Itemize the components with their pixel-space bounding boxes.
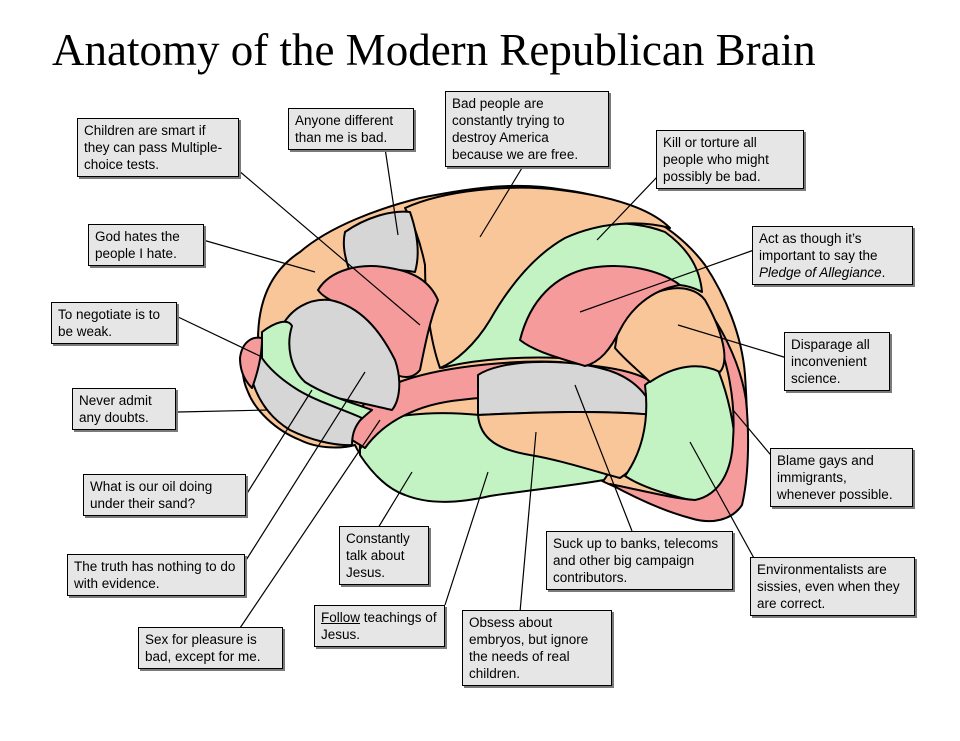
label-follow-jesus: Follow teachings of Jesus. bbox=[314, 605, 445, 647]
pointer-bad-people bbox=[479, 167, 523, 238]
pointer-sex bbox=[239, 419, 381, 629]
pointer-embryos bbox=[519, 431, 537, 613]
label-truth: The truth has nothing to do with evidenc… bbox=[67, 554, 245, 596]
label-blame-gays: Blame gays and immigrants, whenever poss… bbox=[770, 448, 913, 507]
pointer-talk bbox=[377, 471, 413, 529]
region-top-gray bbox=[342, 210, 419, 273]
label-pledge: Act as though it’s important to say the … bbox=[752, 226, 913, 285]
pointer-suck bbox=[574, 384, 633, 532]
label-sex: Sex for pleasure is bad, except for me. bbox=[138, 627, 283, 669]
region-lower-gray bbox=[251, 354, 363, 447]
pointer-env bbox=[689, 441, 756, 561]
label-follow-underlined: Follow bbox=[321, 610, 361, 625]
diagram-title: Anatomy of the Modern Republican Brain bbox=[52, 25, 816, 75]
pointer-blame bbox=[732, 409, 776, 461]
label-children-smart: Children are smart if they can pass Mult… bbox=[77, 118, 239, 177]
pointer-oil bbox=[245, 389, 313, 496]
label-pledge-text: Act as though it’s important to say the bbox=[759, 231, 878, 263]
pointer-children bbox=[237, 169, 421, 326]
pointer-negotiate bbox=[175, 315, 263, 358]
label-negotiate: To negotiate is to be weak. bbox=[51, 302, 177, 344]
label-bad-people: Bad people are constantly trying to dest… bbox=[445, 91, 609, 167]
label-pledge-italic: Pledge of Allegiance bbox=[759, 265, 882, 280]
pointer-anyone bbox=[384, 147, 399, 236]
label-god-hates: God hates the people I hate. bbox=[88, 224, 204, 266]
label-oil: What is our oil doing under their sand? bbox=[83, 474, 246, 516]
label-talk-jesus: Constantly talk about Jesus. bbox=[339, 526, 429, 585]
label-embryos: Obsess about embryos, but ignore the nee… bbox=[462, 610, 612, 686]
label-suck-up: Suck up to banks, telecoms and other big… bbox=[546, 531, 733, 590]
pointer-never bbox=[177, 409, 269, 413]
label-bad-people-line1: Bad people are constantly trying to dest… bbox=[452, 96, 565, 145]
label-anyone-different: Anyone different than me is bad. bbox=[288, 108, 414, 150]
pointer-disparage bbox=[677, 324, 788, 359]
region-right-red bbox=[609, 299, 750, 523]
pointer-god bbox=[202, 239, 316, 273]
pointer-kill bbox=[596, 175, 659, 241]
label-disparage: Disparage all inconvenient science. bbox=[784, 332, 890, 391]
label-environmentalists: Environmentalists are sissies, even when… bbox=[750, 557, 915, 616]
pointer-follow bbox=[444, 471, 489, 606]
pointer-truth bbox=[242, 371, 366, 566]
label-kill-torture: Kill or torture all people who might pos… bbox=[656, 130, 804, 189]
label-follow-rest: teachings of Jesus. bbox=[321, 610, 437, 642]
region-tip-red bbox=[239, 336, 263, 389]
label-pledge-period: . bbox=[881, 265, 886, 280]
label-bad-people-line2: because we are free. bbox=[452, 147, 579, 162]
label-never-admit: Never admit any doubts. bbox=[72, 388, 176, 430]
region-right-orange bbox=[614, 287, 726, 383]
pointer-pledge bbox=[579, 249, 755, 313]
watermark-patch bbox=[632, 662, 932, 732]
